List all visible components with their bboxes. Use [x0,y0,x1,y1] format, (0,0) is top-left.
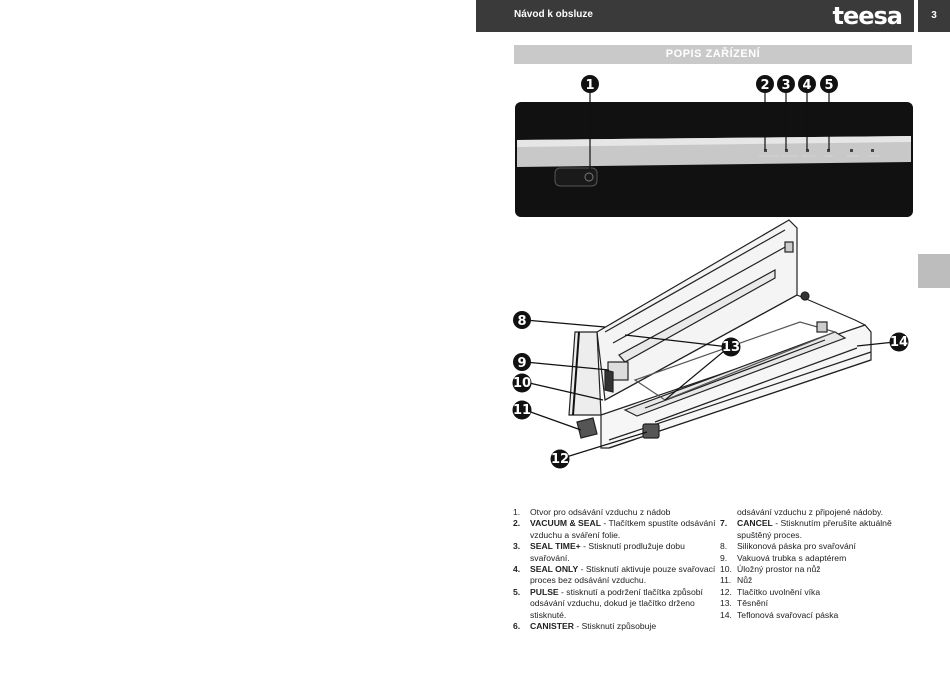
legend-text: odsávání vzduchu z připojené nádoby. [737,507,884,517]
legend-number: 11. [720,575,732,586]
legend-number: 12. [720,586,732,597]
legend-number: 1. [513,507,521,517]
legend-name: CANCEL [737,518,773,529]
legend-text: Nůž [737,575,753,586]
legend-column-1: 1. Otvor pro odsávání vzduchu z nádob 2.… [513,507,718,632]
legend-number: 13. [720,598,732,609]
legend-item: 13. Těsnění [720,598,920,609]
callout-1: 1 [585,78,594,93]
callout-11: 11 [513,403,531,418]
legend-text: - Stisknutí způsobuje [573,621,657,632]
legend-text: Otvor pro odsávání vzduchu z nádob [530,507,671,517]
legend-text: Úložný prostor na nůž [737,564,821,575]
legend-text: - stisknutí a podržení tlačítka způsobí … [530,586,703,620]
legend-name: VACUUM & SEAL [530,518,601,529]
callout-9: 9 [517,356,526,371]
legend-text: Silikonová páska pro svařování [737,541,856,552]
legend-item: 3. SEAL TIME+ - Stisknutí prodlužuje dob… [513,541,718,564]
callout-5: 5 [824,78,833,93]
legend-number: 7. [720,518,728,529]
legend-item: 2. VACUUM & SEAL - Tlačítkem spustíte od… [513,518,718,541]
legend-item: 10. Úložný prostor na nůž [720,564,920,575]
callout-12: 12 [551,452,569,467]
callout-2: 2 [760,78,769,93]
legend-name: SEAL TIME+ [530,541,581,552]
callout-13: 13 [722,340,740,355]
legend-name: PULSE [530,586,559,597]
legend-number: 5. [513,586,521,597]
callout-8: 8 [517,314,526,329]
side-tab-marker [918,254,950,288]
legend-text: Teflonová svařovací páska [737,609,839,620]
device-illustration: Vacuum Seal Seal Time+ Seal only Pulse C… [505,70,915,480]
legend-number: 9. [720,552,728,563]
callout-markers: 1 2 3 4 5 8 9 10 11 12 13 14 [512,75,909,469]
legend-item: 7. CANCEL - Stisknutím přerušíte aktuáln… [720,518,920,541]
callout-4: 4 [802,78,811,93]
legend-text: - Stisknutí prodlužuje dobu svařování. [530,541,685,563]
legend-item: 6. CANISTER - Stisknutí způsobuje [513,621,718,632]
legend-number: 14. [720,609,732,620]
device-open-view [568,219,872,449]
panel-button-label: Seal Time+ [781,154,799,158]
legend-item: 1. Otvor pro odsávání vzduchu z nádob [513,507,718,518]
legend-name: SEAL ONLY [530,564,579,575]
callout-3: 3 [781,78,790,93]
panel-button-label: Seal only [802,154,816,158]
page-number: 3 [918,0,950,32]
panel-button-label: Vacuum Seal [759,154,779,158]
legend-text: - Stisknutí aktivuje pouze svařovací pro… [530,564,716,586]
panel-button-label: Canister [847,154,860,158]
legend-text: - Tlačítkem spustíte odsávání vzduchu a … [530,518,716,540]
legend-number: 4. [513,564,521,575]
legend-name: CANISTER [530,621,574,632]
legend-text: - Stisknutím přerušíte aktuálně spuštěný… [737,518,892,540]
legend-number: 6. [513,621,521,632]
legend-item: 8. Silikonová páska pro svařování [720,541,920,552]
section-title: POPIS ZAŘÍZENÍ [514,45,912,64]
device-front-view: Vacuum Seal Seal Time+ Seal only Pulse C… [515,102,913,217]
legend-item: 9. Vakuová trubka s adaptérem [720,553,920,564]
legend-number: 3. [513,541,521,552]
legend-text: Tlačítko uvolnění víka [737,586,821,597]
legend-text: Těsnění [737,598,769,609]
legend-number: 10. [720,564,732,575]
callout-10: 10 [513,376,531,391]
page-header: Návod k obsluze teesa [476,0,914,32]
legend-continuation: odsávání vzduchu z připojené nádoby. [720,507,920,518]
panel-button-label: Pulse [825,154,833,158]
legend-number: 8. [720,541,728,552]
legend-column-2: odsávání vzduchu z připojené nádoby. 7. … [720,507,920,621]
legend-item: 4. SEAL ONLY - Stisknutí aktivuje pouze … [513,564,718,587]
legend-item: 11. Nůž [720,575,920,586]
legend-item: 12. Tlačítko uvolnění víka [720,587,920,598]
header-title: Návod k obsluze [514,9,593,20]
callout-14: 14 [890,335,908,350]
panel-button-label: Cancel [869,154,879,158]
legend-item: 14. Teflonová svařovací páska [720,610,920,621]
legend-text: Vakuová trubka s adaptérem [737,552,847,563]
legend-number: 2. [513,518,521,529]
brand-logo: teesa [832,2,903,30]
legend-item: 5. PULSE - stisknutí a podržení tlačítka… [513,587,718,621]
